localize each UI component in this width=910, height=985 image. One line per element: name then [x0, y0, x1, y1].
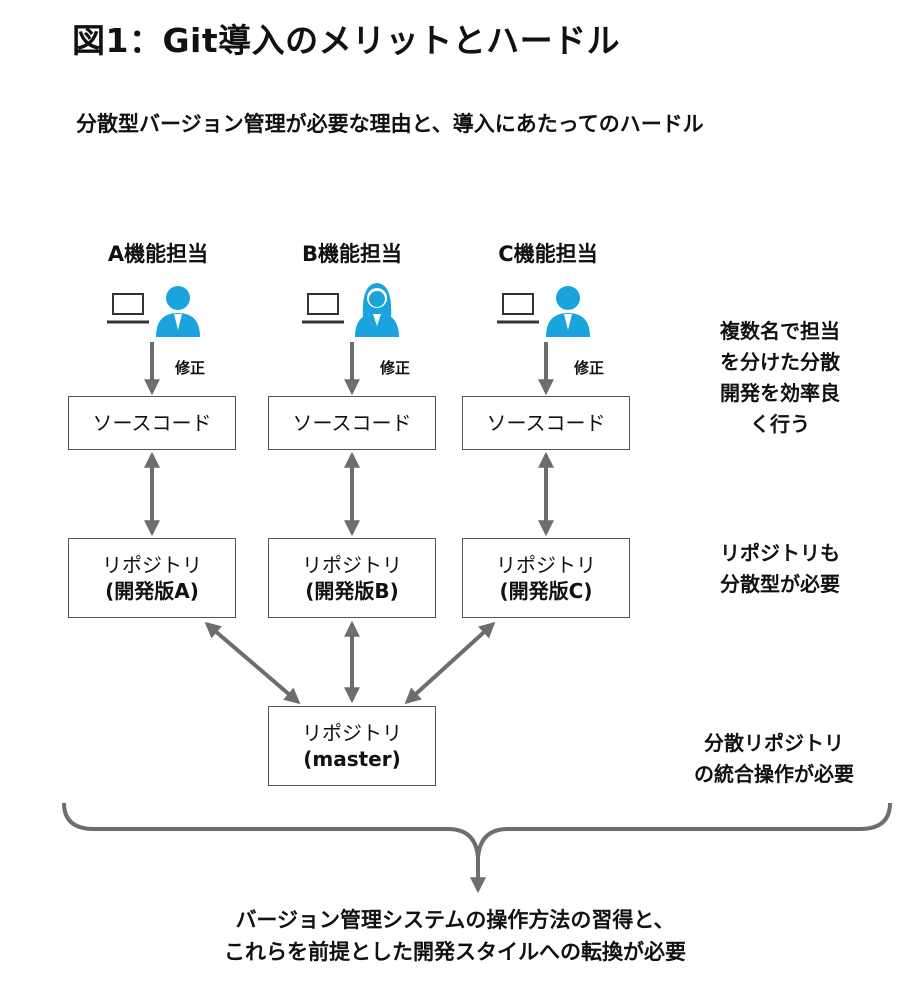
note-merge-line: の統合操作が必要 — [694, 762, 854, 786]
conclusion-text: バージョン管理システムの操作方法の習得と、 これらを前提とした開発スタイルへの転… — [0, 905, 910, 968]
team-c-repo-line1: リポジトリ — [496, 553, 596, 577]
note-repo-line: 分散型が必要 — [720, 572, 840, 596]
master-repo-box: リポジトリ (master) — [268, 706, 436, 786]
laptop-icon — [302, 293, 344, 324]
laptop-icon — [107, 293, 149, 324]
team-a-source-label: ソースコード — [92, 411, 212, 435]
note-merge: 分散リポジトリ の統合操作が必要 — [664, 728, 884, 790]
team-b-source-box: ソースコード — [268, 396, 436, 450]
note-merge-line: 分散リポジトリ — [704, 731, 844, 755]
team-b-role: B機能担当 — [301, 242, 402, 266]
team-c-edit-label: 修正 — [574, 359, 605, 377]
team-a-repo-line1: リポジトリ — [102, 553, 202, 577]
page-subtitle: 分散型バージョン管理が必要な理由と、導入にあたってのハードル — [76, 112, 704, 136]
conclusion-line: これらを前提とした開発スタイルへの転換が必要 — [224, 939, 686, 964]
team-c-source-label: ソースコード — [486, 411, 606, 435]
team-a-source-box: ソースコード — [68, 396, 236, 450]
team-b-source-label: ソースコード — [292, 411, 412, 435]
team-a-role: A機能担当 — [107, 242, 209, 266]
note-dev-line: 複数名で担当 — [720, 319, 840, 343]
master-repo-line1: リポジトリ — [302, 721, 402, 745]
conclusion-line: バージョン管理システムの操作方法の習得と、 — [235, 908, 675, 932]
page-title: 図1：Git導入のメリットとハードル — [72, 21, 621, 60]
note-distributed-repo: リポジトリも 分散型が必要 — [700, 538, 860, 600]
merge-arrow-a — [204, 621, 301, 705]
note-dev-line: 開発を効率良 — [720, 381, 840, 405]
team-b-repo-box: リポジトリ (開発版B) — [268, 538, 436, 618]
team-c-repo-line2: (開発版C) — [499, 579, 593, 603]
summary-brace — [62, 802, 892, 859]
male-person-icon — [546, 286, 590, 337]
team-c-repo-box: リポジトリ (開発版C) — [462, 538, 630, 618]
male-person-icon — [156, 286, 200, 337]
team-b-repo-line2: (開発版B) — [305, 579, 399, 603]
team-a-edit-label: 修正 — [175, 359, 206, 377]
laptop-icon — [497, 293, 539, 324]
note-distributed-dev: 複数名で担当 を分けた分散 開発を効率良 く行う — [700, 316, 860, 440]
team-c-role: C機能担当 — [498, 242, 598, 266]
note-dev-line: く行う — [750, 412, 810, 436]
note-repo-line: リポジトリも — [720, 541, 840, 565]
team-c-source-box: ソースコード — [462, 396, 630, 450]
note-dev-line: を分けた分散 — [720, 350, 840, 374]
team-a-repo-line2: (開発版A) — [105, 579, 199, 603]
master-repo-line2: (master) — [303, 747, 401, 771]
female-person-icon — [355, 283, 399, 337]
team-b-edit-label: 修正 — [380, 359, 411, 377]
team-b-repo-line1: リポジトリ — [302, 553, 402, 577]
team-a-repo-box: リポジトリ (開発版A) — [68, 538, 236, 618]
merge-arrow-c — [404, 621, 496, 705]
